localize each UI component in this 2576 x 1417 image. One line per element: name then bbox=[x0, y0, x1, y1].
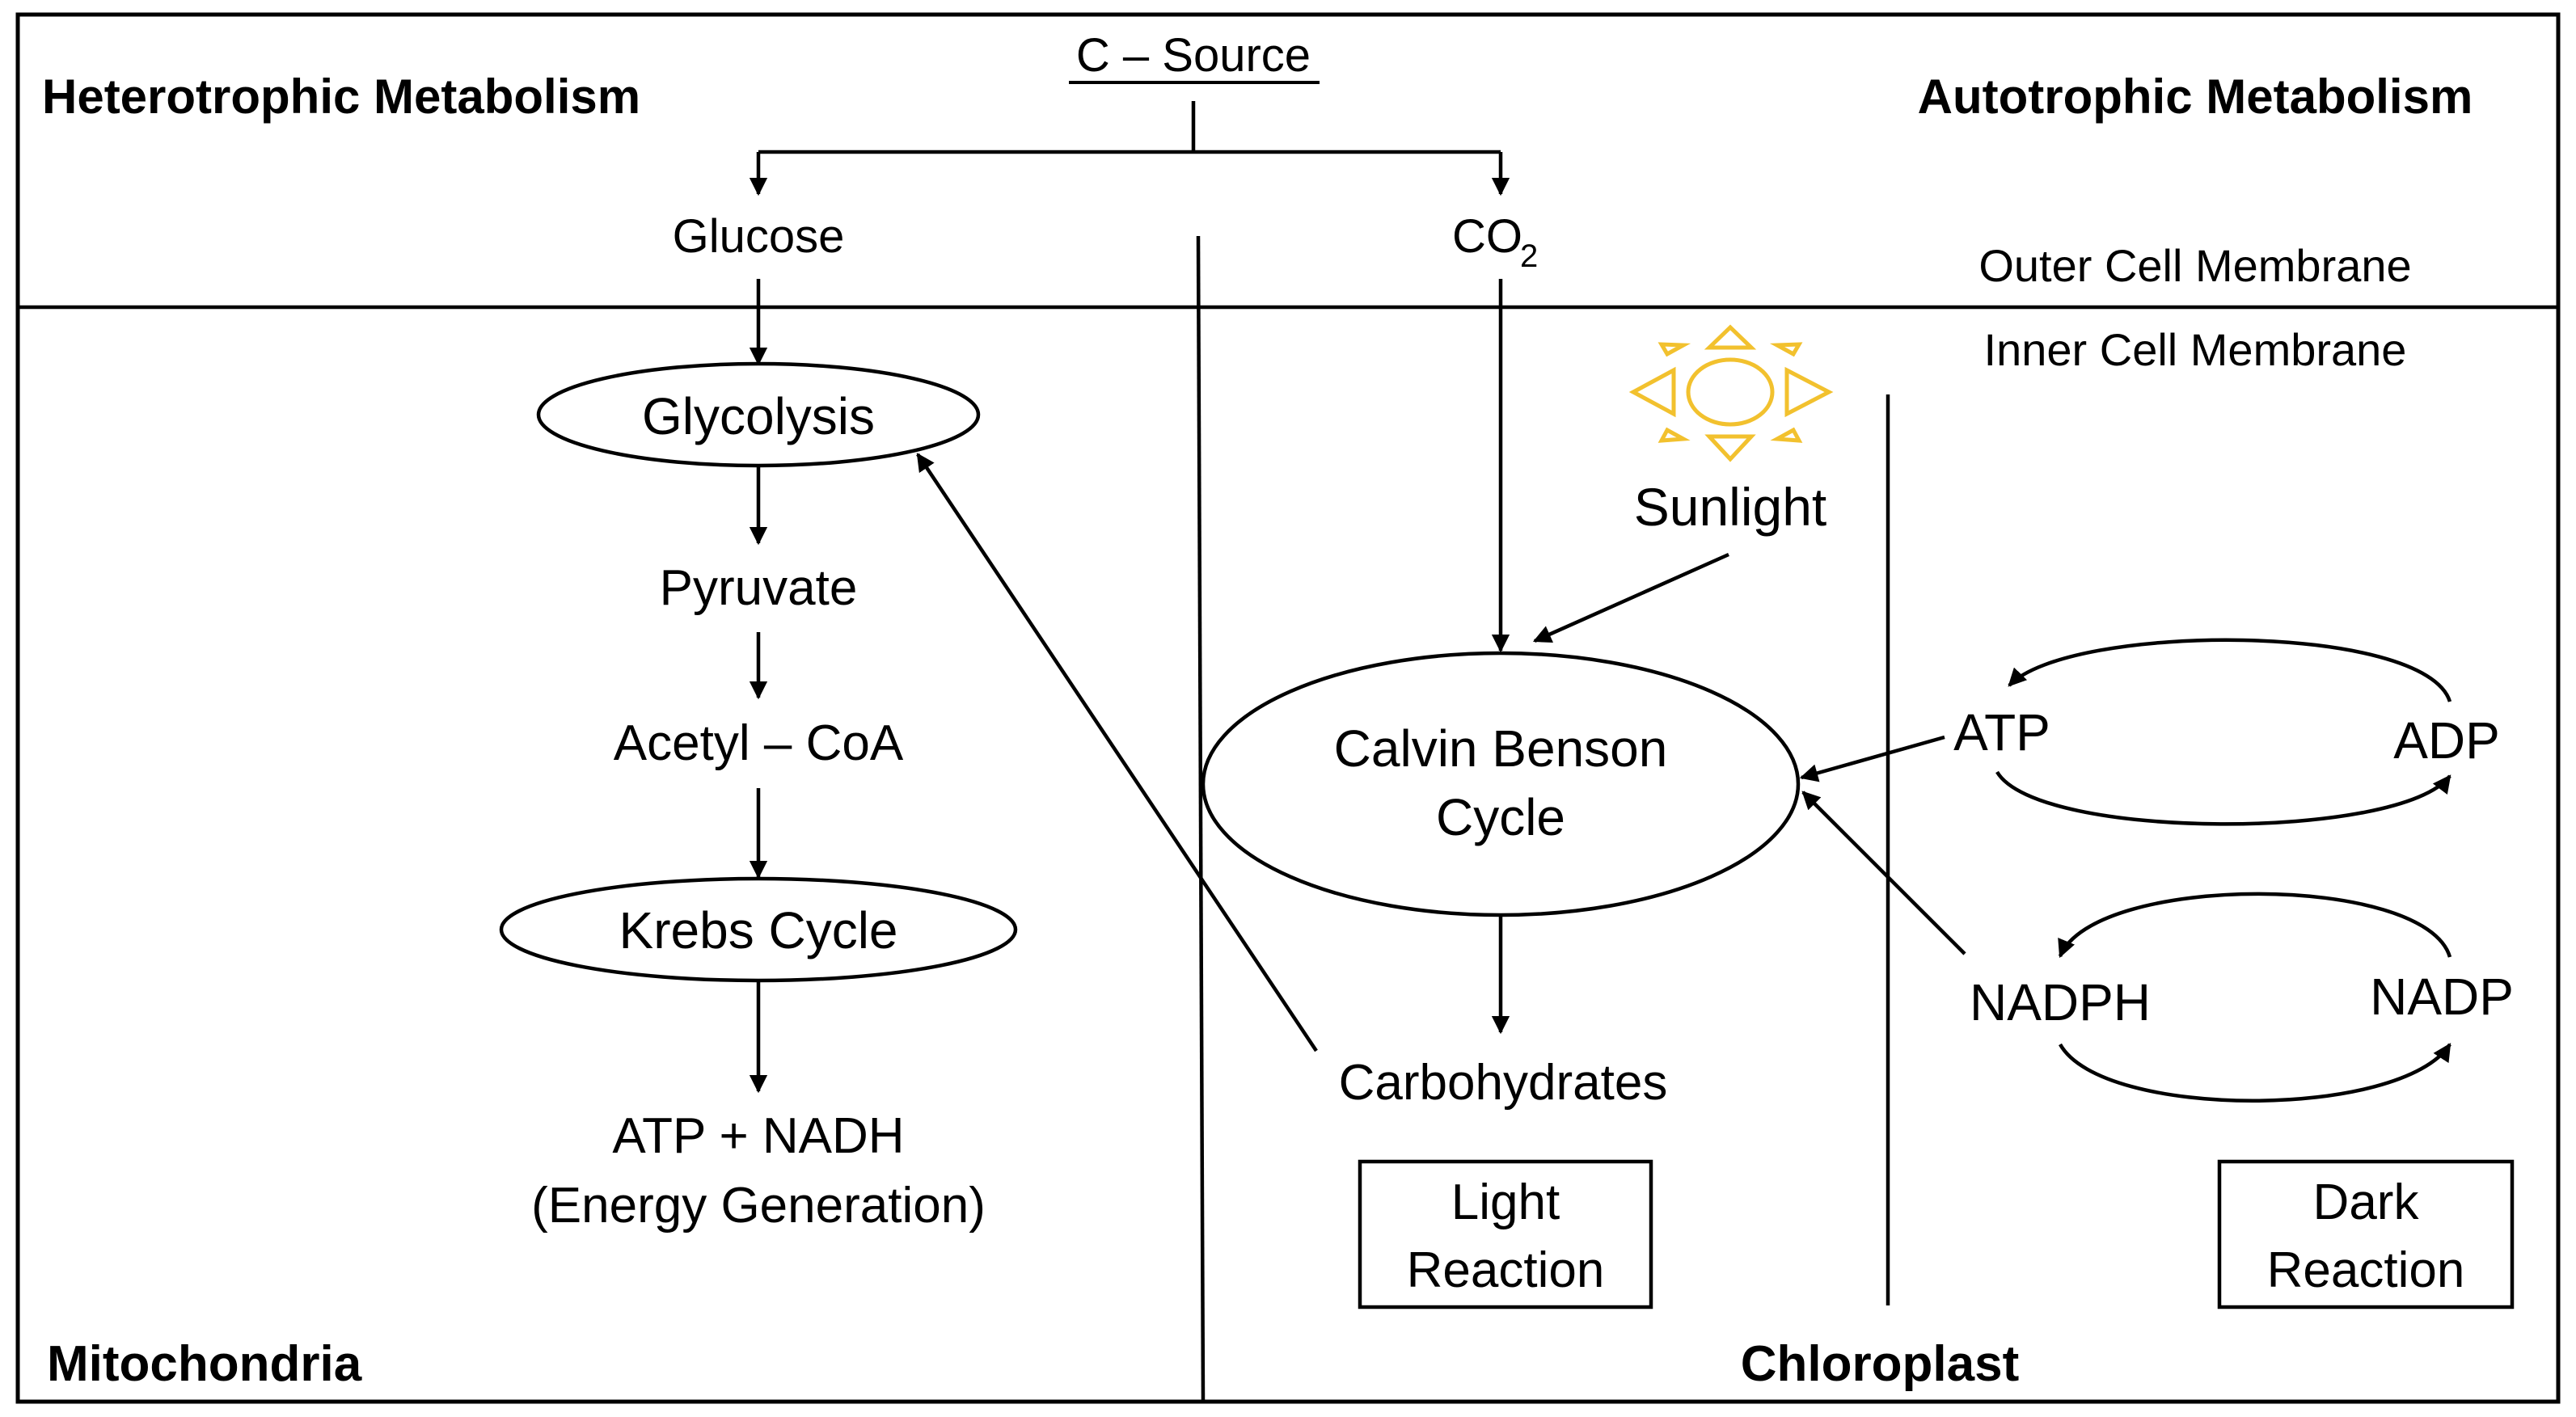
carbon-source-label: C – Source bbox=[1076, 29, 1311, 82]
arrow-nadp-to-nadph bbox=[2058, 892, 2452, 959]
sun-icon bbox=[1628, 324, 1834, 462]
arrow-atp-to-adp bbox=[1995, 770, 2451, 826]
heterotrophic-title: Heterotrophic Metabolism bbox=[42, 70, 640, 124]
atp-label: ATP bbox=[1953, 703, 2050, 761]
arrow-carbohydrates-to-glycolysis bbox=[916, 453, 1318, 1052]
arrow-nadph-to-calvin bbox=[1801, 791, 1966, 955]
sunlight-label: Sunlight bbox=[1634, 477, 1827, 537]
carbohydrates-label: Carbohydrates bbox=[1339, 1055, 1668, 1111]
chloroplast-label: Chloroplast bbox=[1741, 1336, 2019, 1392]
light-reaction-line1: Light bbox=[1451, 1175, 1560, 1230]
light-reaction-line2: Reaction bbox=[1407, 1242, 1605, 1298]
co2-subscript: 2 bbox=[1520, 238, 1538, 274]
acetyl-coa-label: Acetyl – CoA bbox=[614, 715, 904, 771]
dark-reaction-box bbox=[2217, 1159, 2515, 1309]
arrow-sunlight-to-calvin bbox=[1532, 552, 1729, 643]
krebs-cycle-node bbox=[499, 876, 1018, 983]
center-divider bbox=[1196, 235, 1206, 1402]
energy-output-line1: ATP + NADH bbox=[612, 1108, 904, 1164]
calvin-label-line2: Cycle bbox=[1436, 788, 1565, 846]
co2-label: CO bbox=[1452, 210, 1522, 263]
nadp-label: NADP bbox=[2370, 968, 2514, 1026]
calvin-benson-cycle-node bbox=[1201, 651, 1801, 917]
mitochondria-label: Mitochondria bbox=[47, 1336, 362, 1392]
adp-label: ADP bbox=[2393, 711, 2500, 770]
energy-output-line2: (Energy Generation) bbox=[531, 1178, 986, 1234]
glycolysis-node bbox=[536, 361, 981, 468]
outer-membrane-label: Outer Cell Membrane bbox=[1978, 240, 2411, 291]
light-reaction-box bbox=[1358, 1159, 1653, 1309]
nadph-label: NADPH bbox=[1970, 973, 2151, 1031]
inner-membrane-label: Inner Cell Membrane bbox=[1984, 324, 2407, 375]
autotrophic-title: Autotrophic Metabolism bbox=[1918, 70, 2473, 124]
arrow-nadph-to-nadp bbox=[2059, 1043, 2451, 1103]
glycolysis-label: Glycolysis bbox=[642, 387, 875, 445]
pyruvate-label: Pyruvate bbox=[660, 560, 858, 616]
dark-reaction-line1: Dark bbox=[2313, 1175, 2420, 1230]
outer-frame bbox=[15, 12, 2561, 1404]
arrow-adp-to-atp bbox=[2008, 638, 2452, 702]
arrow-atp-to-calvin bbox=[1799, 735, 1945, 782]
calvin-label-line1: Calvin Benson bbox=[1334, 719, 1668, 778]
dark-reaction-line2: Reaction bbox=[2267, 1242, 2465, 1298]
krebs-cycle-label: Krebs Cycle bbox=[619, 901, 898, 959]
glucose-label: Glucose bbox=[673, 210, 845, 263]
